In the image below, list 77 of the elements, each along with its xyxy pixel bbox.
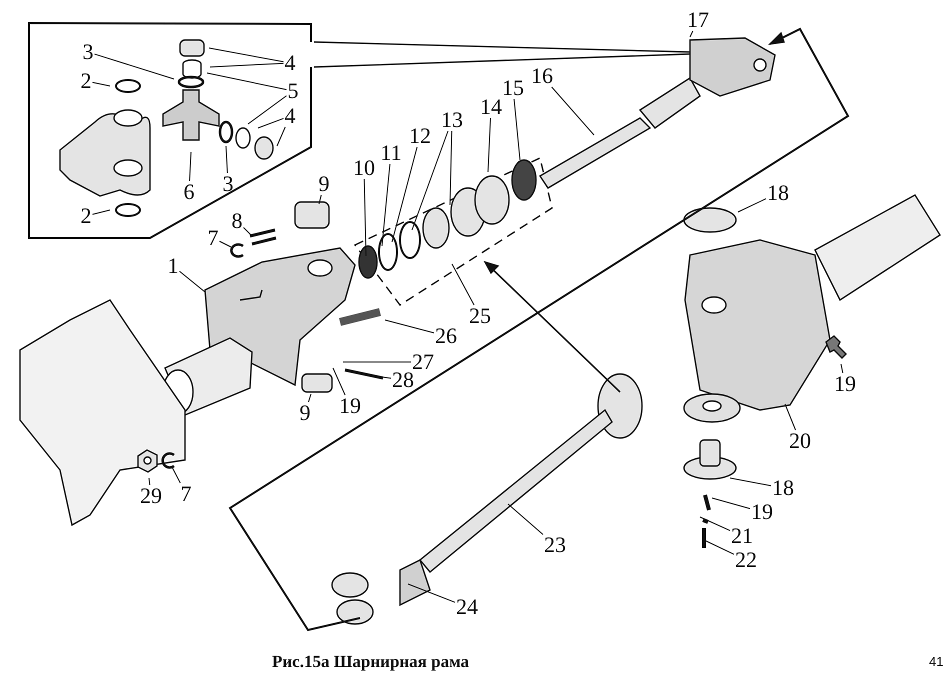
leader-line: [730, 478, 772, 486]
callout-number: 13: [440, 109, 464, 131]
leader-line: [248, 95, 287, 124]
leader-line: [738, 198, 766, 212]
leader-line: [551, 86, 594, 136]
callout-number: 3: [222, 173, 234, 195]
callout-number: 17: [686, 9, 710, 31]
callout-number: 25: [468, 305, 492, 327]
callout-number: 4: [284, 52, 296, 74]
callout-number: 18: [771, 477, 795, 499]
leader-line: [172, 466, 181, 484]
callout-number: 19: [750, 501, 774, 523]
leader-line: [384, 320, 434, 334]
leader-line: [712, 498, 750, 510]
callout-number: 29: [139, 485, 163, 507]
callout-number: 18: [766, 182, 790, 204]
callout-number: 10: [352, 157, 376, 179]
leader-line: [92, 82, 110, 86]
leader-line: [840, 364, 844, 374]
callout-number: 26: [434, 325, 458, 347]
leader-line: [276, 126, 286, 146]
leader-line: [408, 584, 456, 603]
leader-line: [450, 130, 452, 206]
callout-number: 2: [80, 70, 92, 92]
leader-line: [700, 516, 730, 532]
leader-line: [382, 376, 392, 379]
page-number: 41: [929, 654, 944, 669]
callout-number: 7: [180, 483, 192, 505]
callout-number: 6: [182, 181, 196, 203]
callout-number: 11: [379, 142, 403, 164]
callout-number: 3: [82, 41, 94, 63]
figure-caption: Рис.15а Шарнирная рама: [272, 652, 470, 672]
callout-number: 15: [501, 77, 525, 99]
leader-line: [332, 368, 346, 396]
callout-number: 9: [318, 173, 330, 195]
callout-number: 12: [408, 125, 432, 147]
leader-line: [382, 164, 390, 246]
leader-line: [243, 227, 252, 236]
callout-number: 7: [206, 227, 220, 249]
leader-line: [690, 30, 694, 38]
callout-number: 19: [833, 373, 857, 395]
callout-number: 22: [734, 549, 758, 571]
leader-line: [189, 152, 192, 182]
callout-number: 16: [530, 65, 554, 87]
leader-line: [308, 394, 312, 402]
leader-line: [364, 178, 366, 256]
callout-number: 20: [788, 430, 812, 452]
leader-line: [94, 54, 174, 80]
callout-number: 14: [479, 96, 503, 118]
callout-number: 19: [338, 395, 362, 417]
callout-number: 8: [230, 210, 244, 232]
leader-line: [508, 504, 544, 536]
callout-number: 9: [298, 402, 312, 424]
leader-line: [206, 72, 287, 90]
callout-number: 23: [543, 534, 567, 556]
leader-line: [92, 210, 110, 215]
callout-number: 2: [80, 205, 92, 227]
leader-line: [208, 48, 284, 62]
leader-line: [318, 194, 322, 204]
leader-line: [210, 62, 284, 68]
leader-line: [784, 404, 796, 430]
leader-line: [179, 270, 206, 292]
leader-line: [226, 146, 228, 174]
leader-line: [514, 98, 520, 160]
leader-line: [412, 130, 448, 230]
callout-number: 4: [284, 105, 296, 127]
callout-number: 1: [166, 255, 180, 277]
callout-number: 24: [455, 596, 479, 618]
leader-line: [258, 118, 284, 128]
leader-line: [392, 146, 418, 242]
leader-line: [452, 264, 475, 306]
leader-line: [704, 540, 734, 555]
leader-line: [488, 118, 491, 172]
callout-number: 5: [286, 80, 300, 102]
callout-number: 21: [730, 525, 754, 547]
leader-line: [219, 240, 232, 248]
leader-line: [148, 478, 150, 486]
